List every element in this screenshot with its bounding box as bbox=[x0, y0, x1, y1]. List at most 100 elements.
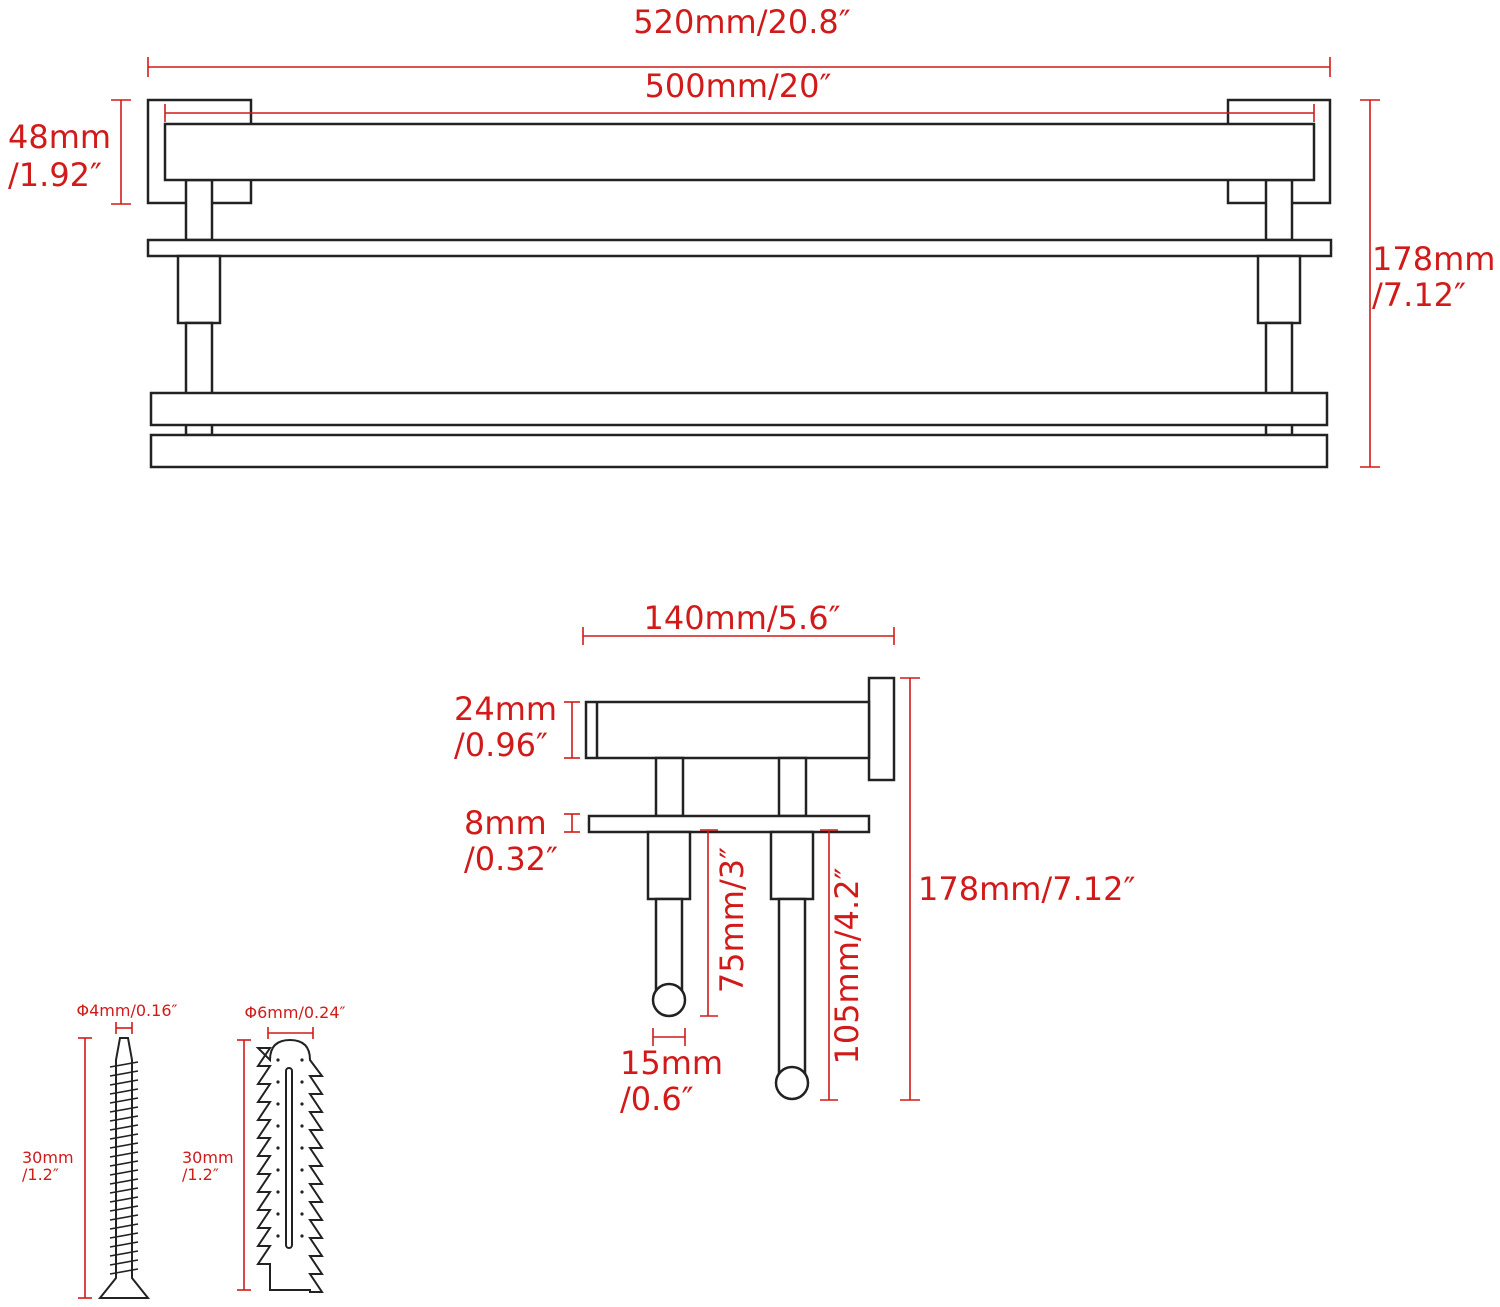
shelf-plate bbox=[146, 238, 1333, 258]
long-arm-collar bbox=[769, 830, 815, 901]
side-upper-post-left bbox=[654, 756, 685, 818]
dimension-screw-length: 30mm /1.2″ bbox=[22, 1037, 92, 1299]
ball-diameter-label-in: /0.6″ bbox=[620, 1080, 694, 1118]
anchor-slot bbox=[285, 1067, 293, 1249]
bracket-height-label-mm: 48mm bbox=[8, 118, 111, 156]
short-arm-length-label: 75mm/3″ bbox=[713, 847, 751, 993]
side-total-height-label: 178mm/7.12″ bbox=[918, 870, 1135, 908]
thread-line bbox=[109, 1259, 139, 1266]
side-wall-plate bbox=[867, 676, 896, 782]
anchor-dot bbox=[276, 1212, 280, 1216]
thread-line bbox=[109, 1196, 139, 1203]
screw-diameter-label: Φ4mm/0.16″ bbox=[77, 1001, 178, 1020]
thread-line bbox=[109, 1214, 139, 1221]
front-total-height-label-in: /7.12″ bbox=[1372, 276, 1466, 314]
short-arm-rod bbox=[654, 897, 684, 996]
thread-line bbox=[109, 1061, 139, 1068]
dimension-top-bar-height: 24mm /0.96″ bbox=[454, 690, 580, 764]
shelf-thickness-label-mm: 8mm bbox=[464, 804, 547, 842]
dimension-screw-diameter: Φ4mm/0.16″ bbox=[77, 1001, 178, 1034]
anchor-dot bbox=[300, 1168, 304, 1172]
top-bar bbox=[163, 122, 1316, 182]
long-arm-length-label: 105mm/4.2″ bbox=[828, 867, 866, 1064]
thread-line bbox=[109, 1088, 139, 1095]
thread-line bbox=[109, 1115, 139, 1122]
dimension-shelf-thickness: 8mm /0.32″ bbox=[464, 804, 580, 878]
thread-line bbox=[109, 1070, 139, 1077]
left-collar bbox=[176, 254, 222, 325]
dimension-long-arm: 105mm/4.2″ bbox=[820, 829, 866, 1101]
dimension-overall-width: 520mm/20.8″ bbox=[147, 3, 1331, 77]
side-view: 140mm/5.6″ 24mm /0.96″ 8mm /0.32″ 75mm/3… bbox=[454, 599, 1135, 1118]
dimension-bar-width: 500mm/20″ bbox=[164, 67, 1315, 122]
anchor-length-label-mm: 30mm bbox=[182, 1148, 234, 1167]
shelf-thickness-label-in: /0.32″ bbox=[464, 840, 558, 878]
thread-line bbox=[109, 1205, 139, 1212]
dimension-side-total-height: 178mm/7.12″ bbox=[900, 677, 1135, 1101]
thread-line bbox=[109, 1232, 139, 1239]
thread-line bbox=[109, 1124, 139, 1131]
thread-line bbox=[109, 1142, 139, 1149]
anchor-dot bbox=[300, 1146, 304, 1150]
thread-line bbox=[109, 1079, 139, 1086]
thread-line bbox=[109, 1223, 139, 1230]
dimension-total-height: 178mm /7.12″ bbox=[1360, 99, 1495, 468]
screw-body bbox=[97, 1037, 151, 1299]
dimension-depth: 140mm/5.6″ bbox=[582, 599, 895, 645]
screw: Φ4mm/0.16″ 30mm /1.2″ bbox=[22, 1001, 178, 1299]
thread-line bbox=[109, 1250, 139, 1257]
side-shelf-plate bbox=[587, 814, 871, 834]
left-upper-post bbox=[184, 178, 214, 242]
thread-line bbox=[109, 1106, 139, 1113]
thread-line bbox=[109, 1268, 139, 1275]
thread-line bbox=[109, 1151, 139, 1158]
top-bar-height-label-mm: 24mm bbox=[454, 690, 557, 728]
wall-anchor: Φ6mm/0.24″ 30mm /1.2″ bbox=[182, 1003, 346, 1293]
anchor-dot bbox=[300, 1190, 304, 1194]
thread-line bbox=[109, 1187, 139, 1194]
anchor-length-label-in: /1.2″ bbox=[182, 1165, 219, 1184]
anchor-dot bbox=[300, 1124, 304, 1128]
screw-thread bbox=[109, 1061, 139, 1275]
dimension-ball-diameter: 15mm /0.6″ bbox=[620, 1028, 723, 1118]
thread-line bbox=[109, 1160, 139, 1167]
anchor-dot bbox=[276, 1234, 280, 1238]
anchor-dot bbox=[276, 1124, 280, 1128]
lower-bar-back bbox=[149, 433, 1329, 469]
anchor-dot bbox=[276, 1058, 280, 1062]
top-bar-height-label-in: /0.96″ bbox=[454, 726, 548, 764]
ball-diameter-label-mm: 15mm bbox=[620, 1044, 723, 1082]
anchor-dots bbox=[276, 1058, 304, 1238]
overall-width-label: 520mm/20.8″ bbox=[633, 3, 850, 41]
front-view: 520mm/20.8″ 500mm/20″ 48mm /1.92″ 178mm … bbox=[8, 3, 1495, 469]
long-arm-ball bbox=[774, 1065, 810, 1101]
side-upper-post-right bbox=[777, 756, 808, 818]
thread-line bbox=[109, 1178, 139, 1185]
anchor-dot bbox=[300, 1234, 304, 1238]
anchor-dot bbox=[300, 1058, 304, 1062]
anchor-dot bbox=[300, 1212, 304, 1216]
bracket-height-label-in: /1.92″ bbox=[8, 156, 102, 194]
thread-line bbox=[109, 1133, 139, 1140]
anchor-dot bbox=[276, 1190, 280, 1194]
front-total-height-label-mm: 178mm bbox=[1372, 240, 1495, 278]
screw-length-label-mm: 30mm bbox=[22, 1148, 74, 1167]
dimension-anchor-diameter: Φ6mm/0.24″ bbox=[245, 1003, 346, 1039]
anchor-dot bbox=[300, 1102, 304, 1106]
short-arm-collar bbox=[646, 830, 692, 901]
anchor-dot bbox=[276, 1102, 280, 1106]
dimension-anchor-length: 30mm /1.2″ bbox=[182, 1039, 251, 1291]
thread-line bbox=[109, 1241, 139, 1248]
dimension-bracket-height: 48mm /1.92″ bbox=[8, 99, 131, 205]
anchor-dot bbox=[276, 1168, 280, 1172]
long-arm-rod bbox=[777, 897, 807, 1079]
right-upper-post bbox=[1264, 178, 1294, 242]
depth-label: 140mm/5.6″ bbox=[643, 599, 840, 637]
anchor-dot bbox=[300, 1080, 304, 1084]
anchor-diameter-label: Φ6mm/0.24″ bbox=[245, 1003, 346, 1022]
screw-length-label-in: /1.2″ bbox=[22, 1165, 59, 1184]
anchor-dot bbox=[276, 1080, 280, 1084]
thread-line bbox=[109, 1169, 139, 1176]
thread-line bbox=[109, 1097, 139, 1104]
